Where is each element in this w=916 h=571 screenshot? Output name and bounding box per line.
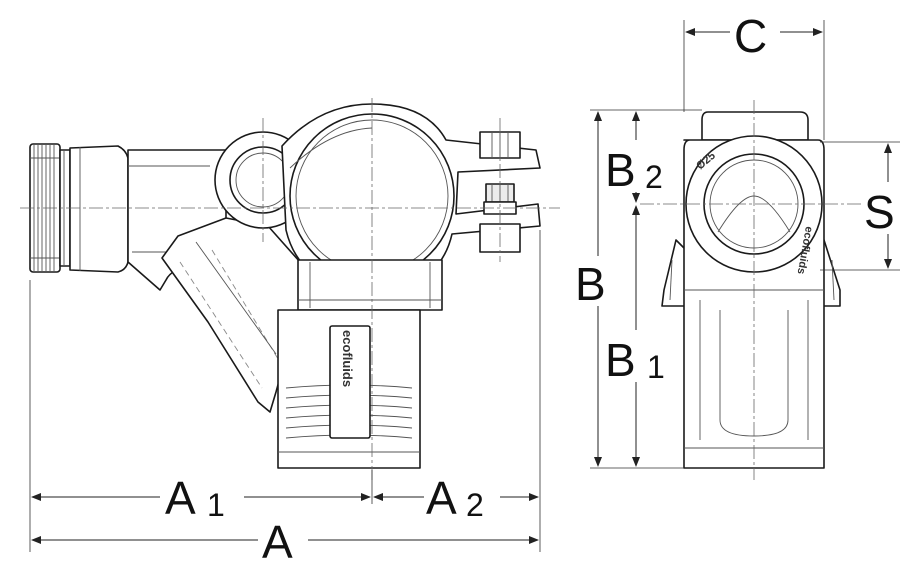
coupling-sleeve (69, 145, 129, 273)
dimension-c: C (685, 4, 823, 62)
label-b2-letter: B (605, 144, 636, 196)
side-centerlines (640, 100, 900, 480)
dimension-a1: A 1 (31, 470, 371, 524)
label-b1-sub: 1 (647, 349, 665, 385)
label-a2-letter: A (426, 472, 457, 524)
side-view: Ø25 ecofluids (640, 100, 900, 480)
front-view: ecofluids (20, 98, 560, 480)
diagonal-body (161, 217, 331, 413)
label-a: A (262, 516, 293, 568)
dimension-b1: B 1 (604, 205, 674, 467)
front-brand-label: ecofluids (340, 330, 355, 387)
dimension-b2: B 2 (604, 111, 674, 203)
label-c: C (734, 10, 767, 62)
label-b2-sub: 2 (645, 159, 663, 195)
label-a1-sub: 1 (207, 487, 225, 523)
outlet-spigot: ecofluids (277, 309, 421, 469)
dimension-b: B (574, 111, 620, 467)
label-a1-letter: A (165, 472, 196, 524)
label-b1-letter: B (605, 334, 636, 386)
dimension-a2: A 2 (373, 470, 539, 524)
side-dimensions: C B B 2 B 1 S (574, 4, 912, 469)
front-dimensions: A 1 A 2 A (29, 230, 541, 568)
front-centerlines (20, 98, 560, 480)
label-a2-sub: 2 (466, 487, 484, 523)
saddle-block (297, 259, 443, 311)
dimension-s: S (862, 143, 912, 269)
label-b: B (575, 258, 606, 310)
dimension-a: A (31, 516, 539, 568)
label-s: S (864, 186, 895, 238)
